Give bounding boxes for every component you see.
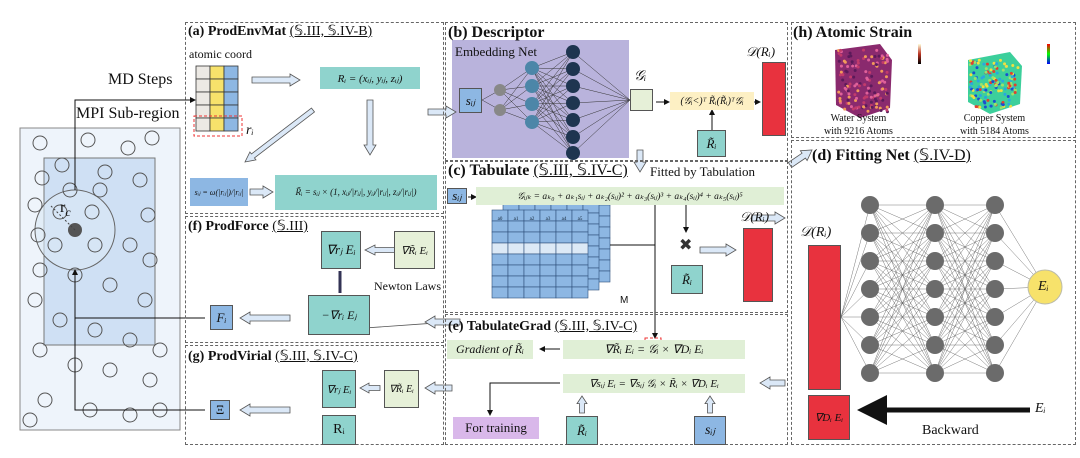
tabulate-output-bar [743, 228, 773, 302]
cutoff-subscript: c [65, 205, 70, 219]
grad-rj-box: ∇rⱼ Eᵢ [322, 370, 356, 408]
section-refs: (𝕊.III, 𝕊.IV-C) [555, 319, 638, 334]
newton-laws-label: Newton Laws [374, 280, 441, 292]
ri-label: rᵢ [246, 124, 254, 138]
fitted-by-label: Fitted by Tabulation [650, 165, 755, 178]
section-refs: (𝕊.III, 𝕊.IV-C) [275, 349, 358, 364]
Ri-box: Rᵢ = (xᵢⱼ, yᵢⱼ, zᵢⱼ) [320, 67, 420, 89]
D-label: 𝒟(Rᵢ) [740, 210, 769, 223]
water-atoms: with 9216 Atoms [824, 126, 893, 137]
sij-weight-box: sᵢⱼ = ω(|rᵢⱼ|)/|rᵢⱼ| [190, 178, 248, 206]
title-text: (d) Fitting Net [812, 147, 910, 164]
Ri-box: Rᵢ [322, 415, 356, 445]
mpi-subregion-label: MPI Sub-region [76, 106, 180, 122]
sij-box: sᵢⱼ [694, 416, 726, 445]
D-label: 𝒟(Rᵢ) [746, 45, 775, 58]
sij-box: sᵢⱼ [447, 188, 467, 204]
section-refs: (𝕊.III, 𝕊.IV-B) [290, 24, 373, 39]
descriptor-title: (b) Descriptor [448, 25, 544, 41]
title-text: (c) Tabulate [448, 162, 529, 179]
section-refs: (𝕊.III, 𝕊.IV-C) [533, 162, 627, 179]
gradD-box: ∇Dᵢ Eᵢ [808, 395, 850, 440]
copper-atoms: with 5184 Atoms [960, 126, 1029, 137]
sij-input-box: sᵢⱼ [459, 88, 482, 113]
grad-Rtilde-box: ∇R̃ᵢ Eᵢ [384, 370, 419, 408]
Rtilde-box: R̃ᵢ = sᵢⱼ × (1, xᵢⱼ/|rᵢⱼ|, yᵢⱼ/|rᵢⱼ|, zᵢ… [275, 175, 437, 210]
embedding-net-label: Embedding Net [455, 45, 537, 58]
descriptor-formula: (𝒢ᵢ<)ᵀ R̃ᵢ(R̃ᵢ)ᵀ𝒢ᵢ [670, 92, 754, 110]
grad-Rtilde-equation: ∇R̃ᵢ Eᵢ = 𝒢ᵢ × ∇Dᵢ Eᵢ [563, 340, 745, 359]
title-text: (f) ProdForce [188, 219, 269, 234]
Ei-input-label: Eᵢ [1035, 402, 1046, 416]
D-label: 𝒟(Rᵢ) [800, 226, 831, 240]
fitting-input-bar [808, 245, 841, 390]
multiply-icon: ✖ [679, 238, 692, 254]
section-refs: (𝕊.III) [272, 219, 308, 234]
polynomial-formula: 𝒢ᵢⱼₖ = aₖ₀ + aₖ₁sᵢⱼ + aₖ₂(sᵢⱼ)² + aₖ₃(sᵢ… [476, 187, 784, 205]
Fi-box: Fᵢ [210, 305, 233, 330]
grad-sij-equation: ∇sᵢⱼ Eᵢ = ∇sᵢⱼ 𝒢ᵢ × R̃ᵢ × ∇Dᵢ Eᵢ [563, 374, 745, 393]
prodforce-title: (f) ProdForce (𝕊.III) [188, 220, 308, 234]
for-training-label: For training [453, 417, 539, 439]
Gi-box [630, 89, 653, 111]
tabulate-title: (c) Tabulate (𝕊.III, 𝕊.IV-C) [448, 163, 628, 179]
panel-tabulate [445, 161, 788, 313]
backward-link [20, 430, 75, 445]
grad-rj-box: ∇rⱼ Eᵢ [321, 231, 361, 269]
grad-ri-box: −∇rᵢ Eⱼ [308, 295, 370, 335]
backward-label: Backward [922, 424, 979, 438]
title-text: (g) ProdVirial [188, 349, 272, 364]
fitting-net-title: (d) Fitting Net (𝕊.IV-D) [812, 148, 971, 164]
cutoff-label: rc [60, 200, 71, 218]
Rtilde-box: R̃ᵢ [671, 265, 703, 294]
water-system-label: Water System with 9216 Atoms [824, 112, 893, 138]
grad-Rtilde-box: ∇R̃ᵢ Eᵢ [394, 231, 435, 269]
Gi-label: 𝒢ᵢ [634, 70, 646, 84]
prodenvmat-title: (a) ProdEnvMat (𝕊.III, 𝕊.IV-B) [188, 25, 372, 39]
atomic-coord-label: atomic coord [189, 48, 252, 60]
tabulategrad-title: (e) TabulateGrad (𝕊.III, 𝕊.IV-C) [448, 320, 637, 334]
copper-system-label: Copper System with 5184 Atoms [960, 112, 1029, 138]
gradient-of-label: Gradient of R̃ᵢ [447, 340, 533, 359]
Rtilde-input-box: R̃ᵢ [697, 130, 726, 157]
title-text: (e) TabulateGrad [448, 319, 551, 334]
prodvirial-title: (g) ProdVirial (𝕊.III, 𝕊.IV-C) [188, 350, 358, 364]
title-text: (a) ProdEnvMat [188, 24, 286, 39]
Rtilde-box: R̃ᵢ [566, 416, 598, 445]
Xi-box: Ξ [210, 400, 230, 420]
atomic-strain-title: (h) Atomic Strain [793, 25, 912, 41]
md-steps-label: MD Steps [108, 72, 172, 88]
water-name: Water System [831, 113, 887, 124]
descriptor-output-bar [762, 62, 786, 136]
Ei-output-label: Eᵢ [1038, 280, 1049, 294]
copper-name: Copper System [964, 113, 1025, 124]
M-label: M [620, 296, 628, 306]
section-refs: (𝕊.IV-D) [914, 147, 971, 164]
